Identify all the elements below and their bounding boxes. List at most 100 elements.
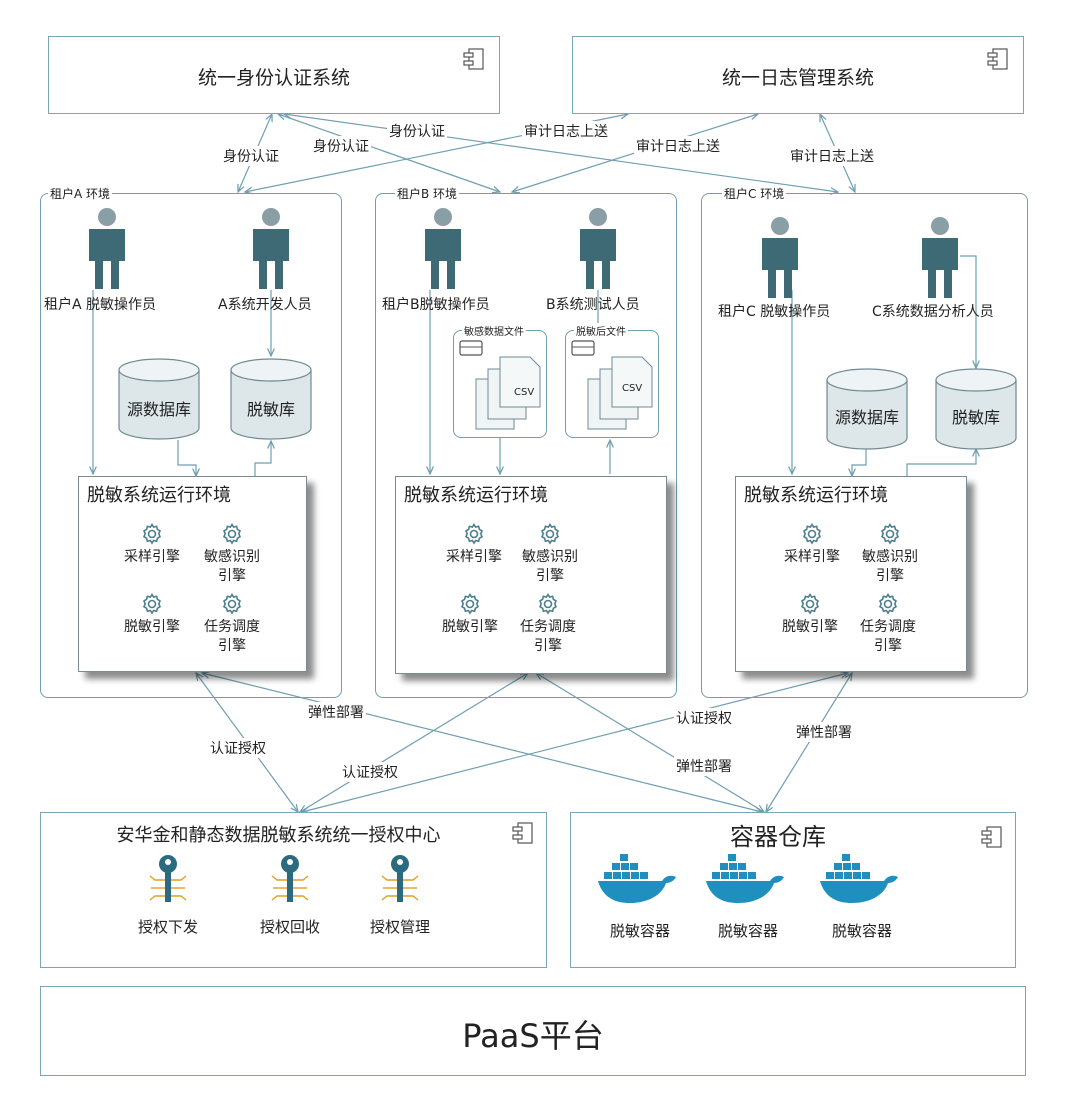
tenant-c-source-db-label: 源数据库 [834, 408, 899, 427]
csv-text: CSV [622, 383, 642, 394]
log-system-title: 统一日志管理系统 [721, 67, 874, 89]
tenant-a-environment [40, 193, 342, 698]
tenant-b-runtime-title: 脱敏系统运行环境 [404, 485, 548, 506]
engine-label: 脱敏引擎 [782, 619, 838, 635]
tenant-a-runtime-box: 脱敏系统运行环境 [78, 476, 307, 672]
tenant-b-tester-label: B系统测试人员 [546, 297, 640, 313]
container-repo-title: 容器仓库 [730, 823, 826, 851]
engine-label: 引擎 [536, 568, 564, 584]
csv-text: CSV [514, 387, 534, 398]
engine-label: 采样引擎 [784, 549, 840, 565]
gear-icon [143, 592, 161, 615]
person-icon [580, 208, 616, 289]
tenant-a-source-db-label: 源数据库 [126, 400, 191, 419]
tenant-b-operator-label: 租户B脱敏操作员 [382, 297, 490, 313]
docker-whale-icon [820, 854, 898, 903]
auth-center-title: 安华金和静态数据脱敏系统统一授权中心 [116, 825, 441, 846]
auth-item-label: 授权下发 [137, 918, 198, 936]
engine-sensitive: 敏感识别引擎 [192, 522, 272, 586]
edge-label-cert-3: 认证授权 [340, 762, 400, 782]
edge-label-log-a: 审计日志上送 [522, 121, 610, 141]
container-label: 脱敏容器 [831, 922, 892, 940]
tenant-c-operator-label: 租户C 脱敏操作员 [718, 304, 831, 320]
masking-container-item: 脱敏容器 [594, 852, 686, 941]
edge-label-cert-1: 认证授权 [674, 708, 734, 728]
sensitive-files-box: 敏感数据文件 CSV [453, 323, 547, 438]
engine-sensitive: 敏感识别引擎 [510, 522, 590, 586]
sensitive-files-label: 敏感数据文件 [462, 323, 526, 338]
container-label: 脱敏容器 [717, 922, 778, 940]
tenant-c-masked-db-label: 脱敏库 [951, 408, 1000, 427]
person-icon [425, 208, 461, 289]
gear-icon [223, 522, 241, 545]
engine-label: 任务调度 [204, 619, 260, 635]
tenant-c-runtime-title: 脱敏系统运行环境 [744, 485, 888, 506]
key-icon [381, 855, 419, 902]
engine-label: 采样引擎 [124, 549, 180, 565]
edge-label-elastic-2: 弹性部署 [794, 722, 854, 742]
csv-files-icon: CSV [459, 340, 541, 430]
person-icon [253, 208, 289, 289]
database-icon [826, 368, 908, 450]
tenant-a-label: 租户A 环境 [48, 185, 113, 202]
tenant-a-masked-db-label: 脱敏库 [246, 400, 295, 419]
gear-icon [541, 522, 559, 545]
engine-label: 引擎 [534, 638, 562, 654]
tenant-b-runtime-box: 脱敏系统运行环境 [395, 476, 667, 674]
tenant-b-label: 租户B 环境 [395, 185, 460, 202]
tenant-c-runtime-box: 脱敏系统运行环境 [735, 476, 967, 672]
tenant-c-label: 租户C 环境 [722, 185, 787, 202]
engine-label: 敏感识别 [522, 549, 578, 565]
person-icon [922, 217, 958, 298]
tenant-b-environment [375, 193, 677, 698]
edge-label-cert-2: 认证授权 [208, 738, 268, 758]
tenant-a-developer-label: A系统开发人员 [218, 297, 312, 313]
csv-files-icon: CSV [571, 340, 653, 430]
database-icon [118, 358, 200, 440]
edge-label-log-b: 审计日志上送 [634, 136, 722, 156]
masking-container-item: 脱敏容器 [816, 852, 908, 941]
auth-revoke-item: 授权回收 [250, 852, 330, 937]
tenant-c-masked-db: 脱敏库 [935, 368, 1017, 450]
engine-schedule: 任务调度引擎 [848, 592, 928, 656]
tenant-c-analyst-label: C系统数据分析人员 [872, 304, 994, 320]
person-icon [762, 217, 798, 298]
engine-label: 引擎 [218, 568, 246, 584]
auth-center-box: 安华金和静态数据脱敏系统统一授权中心 [40, 812, 547, 968]
tenant-a-operator-label: 租户A 脱敏操作员 [44, 297, 157, 313]
tenant-a-runtime-title: 脱敏系统运行环境 [87, 485, 231, 506]
database-icon [935, 368, 1017, 450]
identity-system-box: 统一身份认证系统 [48, 36, 500, 114]
gear-icon [803, 522, 821, 545]
engine-schedule: 任务调度引擎 [508, 592, 588, 656]
key-icon [149, 855, 187, 902]
engine-label: 敏感识别 [204, 549, 260, 565]
auth-item-label: 授权回收 [259, 918, 320, 936]
tenant-c-environment [701, 193, 1028, 698]
engine-masking: 脱敏引擎 [772, 592, 848, 637]
engine-masking: 脱敏引擎 [116, 592, 188, 637]
gear-icon [881, 522, 899, 545]
paas-platform-title: PaaS平台 [462, 1017, 604, 1055]
identity-system-title: 统一身份认证系统 [197, 67, 350, 89]
paas-platform-box: PaaS平台 [40, 986, 1026, 1076]
edge-label-elastic-3: 弹性部署 [674, 756, 734, 776]
engine-sampling: 采样引擎 [436, 522, 512, 567]
engine-label: 引擎 [218, 638, 246, 654]
docker-whale-icon [598, 854, 676, 903]
key-icon [271, 855, 309, 902]
engine-label: 任务调度 [860, 619, 916, 635]
tenant-a-masked-db: 脱敏库 [230, 358, 312, 440]
component-icon [512, 822, 533, 844]
tenant-c-source-db: 源数据库 [826, 368, 908, 450]
log-system-box: 统一日志管理系统 [572, 36, 1024, 114]
edge-label-auth-c: 身份认证 [387, 121, 447, 141]
auth-distribute-item: 授权下发 [128, 852, 208, 937]
edge-label-elastic-1: 弹性部署 [306, 702, 366, 722]
engine-masking: 脱敏引擎 [432, 592, 508, 637]
docker-whale-icon [706, 854, 784, 903]
gear-icon [539, 592, 557, 615]
gear-icon [143, 522, 161, 545]
engine-label: 引擎 [876, 568, 904, 584]
auth-item-label: 授权管理 [369, 918, 430, 936]
